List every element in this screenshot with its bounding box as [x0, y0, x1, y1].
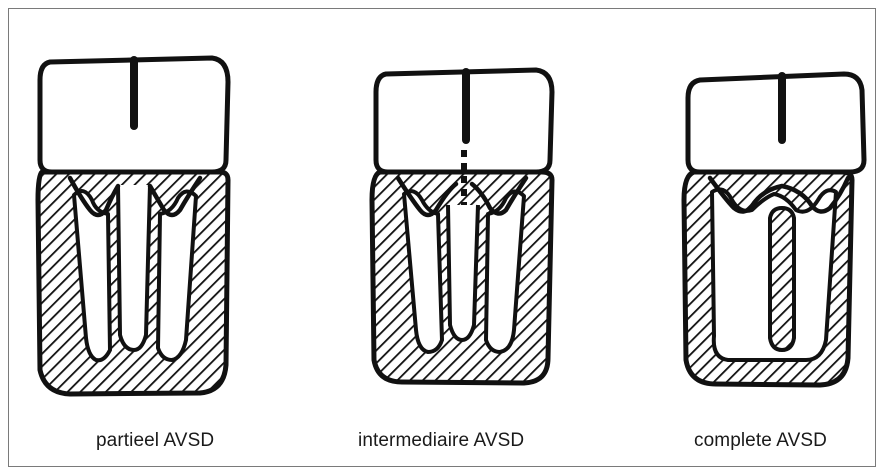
complete-avsd-diagram [684, 74, 864, 385]
complete-atria [688, 74, 864, 172]
intermediate-septum [448, 205, 478, 340]
intermediate-avsd-diagram [372, 70, 552, 383]
caption-partial-avsd: partieel AVSD [96, 430, 214, 452]
complete-ventricular-septum [770, 208, 794, 350]
partial-avsd-diagram [38, 58, 228, 394]
caption-complete-avsd: complete AVSD [694, 430, 827, 452]
caption-intermediate-avsd: intermediaire AVSD [358, 430, 524, 452]
partial-septum-left [118, 185, 150, 350]
